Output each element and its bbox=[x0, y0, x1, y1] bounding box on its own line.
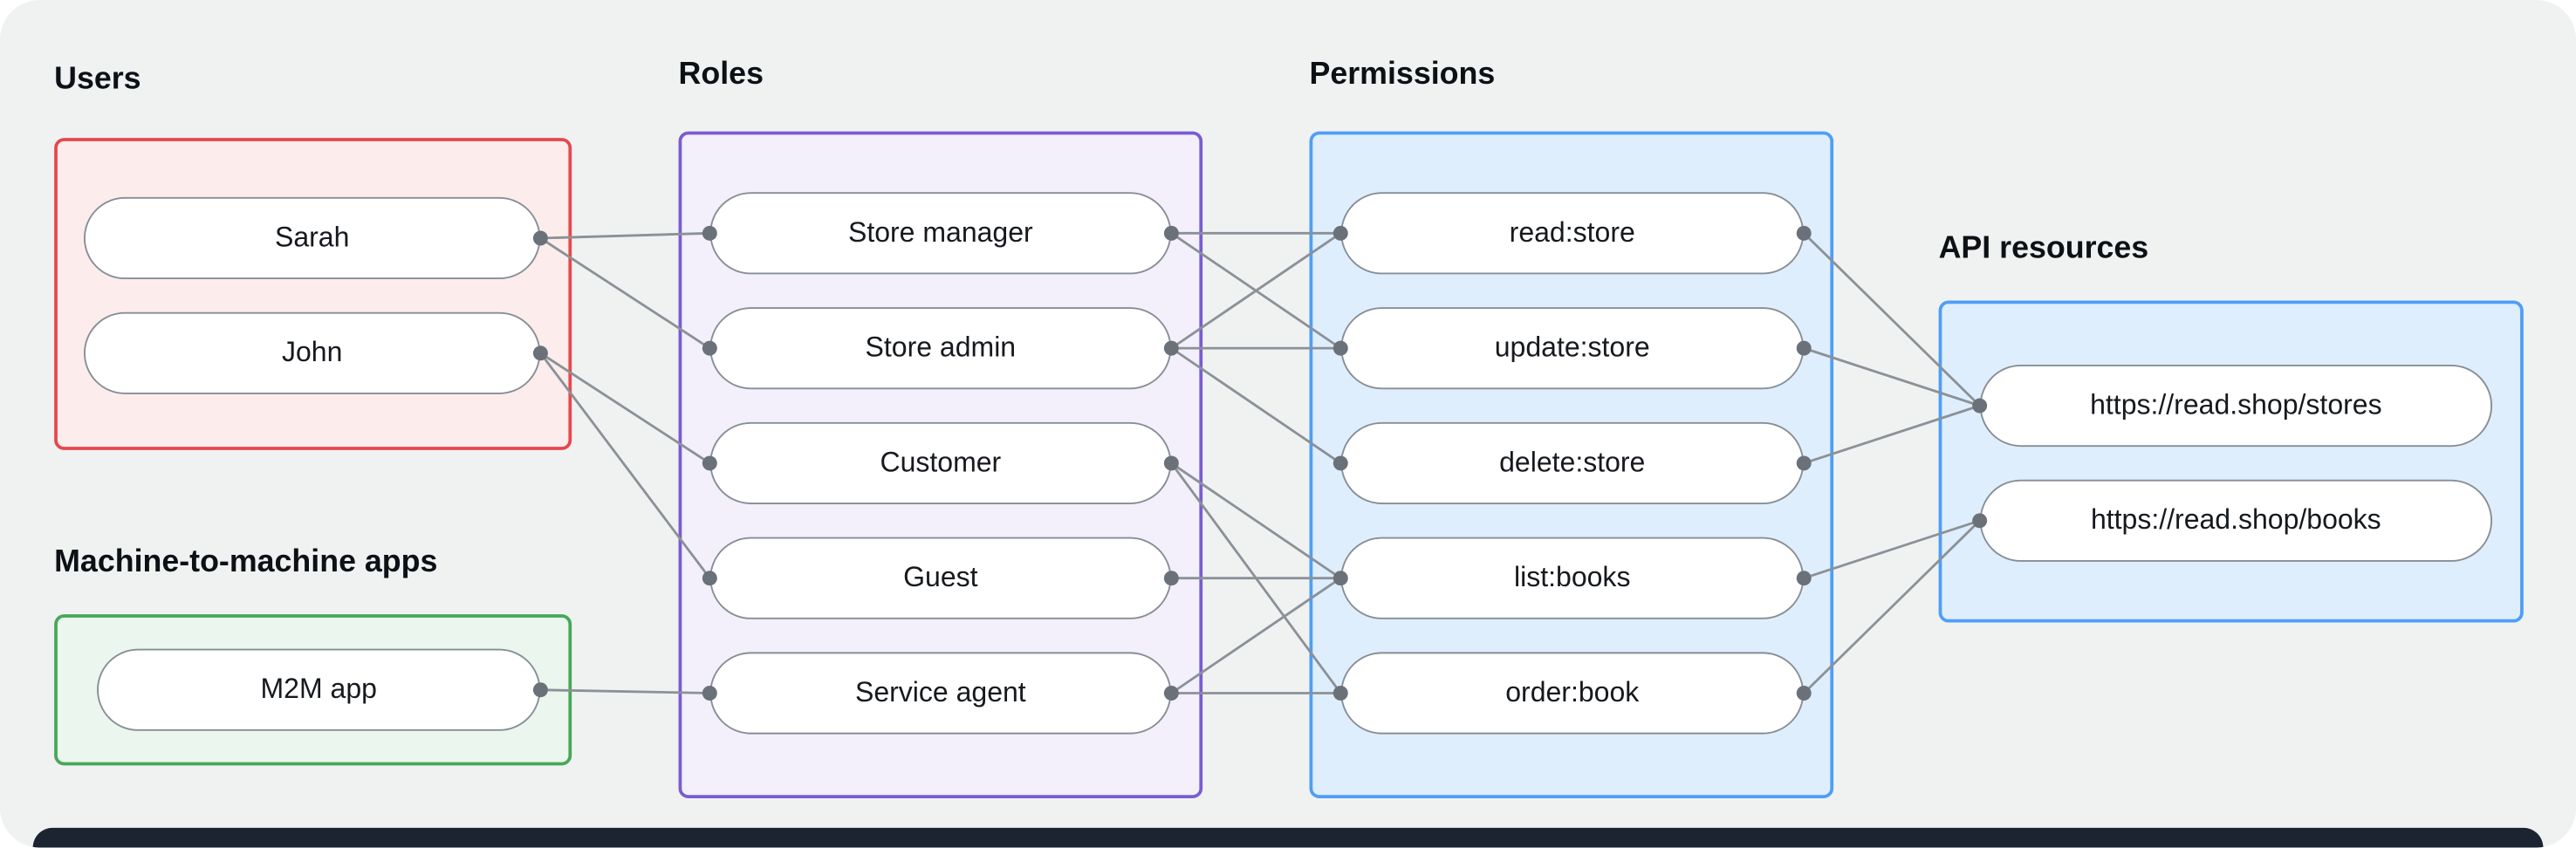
users-group-label: Users bbox=[54, 62, 141, 98]
node-role-store-admin: Store admin bbox=[709, 307, 1172, 390]
m2m-group-label: Machine-to-machine apps bbox=[54, 545, 438, 580]
permissions-group-box: read:store update:store delete:store lis… bbox=[1309, 131, 1834, 798]
node-role-service-agent: Service agent bbox=[709, 652, 1172, 735]
node-role-guest: Guest bbox=[709, 537, 1172, 619]
node-api-read-shop-stores: https://read.shop/stores bbox=[1979, 364, 2493, 448]
node-permission-list-books: list:books bbox=[1340, 537, 1805, 619]
m2m-group-box: M2M app bbox=[54, 614, 572, 766]
api-resources-group-box: https://read.shop/stores https://read.sh… bbox=[1938, 300, 2524, 623]
api-resources-group-label: API resources bbox=[1938, 231, 2149, 266]
roles-group-box: Store manager Store admin Customer Guest… bbox=[678, 131, 1203, 798]
node-permission-read-store: read:store bbox=[1340, 192, 1805, 275]
node-user-sarah: Sarah bbox=[84, 196, 541, 280]
bottom-dark-bar bbox=[32, 827, 2544, 848]
node-permission-order-book: order:book bbox=[1340, 652, 1805, 735]
node-permission-delete-store: delete:store bbox=[1340, 421, 1805, 504]
node-api-read-shop-books: https://read.shop/books bbox=[1979, 479, 2493, 562]
node-user-john: John bbox=[84, 311, 541, 394]
roles-group-label: Roles bbox=[678, 57, 764, 92]
node-role-customer: Customer bbox=[709, 421, 1172, 504]
users-group-box: Sarah John bbox=[54, 138, 572, 450]
permissions-group-label: Permissions bbox=[1309, 57, 1496, 92]
node-role-store-manager: Store manager bbox=[709, 192, 1172, 275]
node-permission-update-store: update:store bbox=[1340, 307, 1805, 390]
node-m2m-app: M2M app bbox=[97, 648, 541, 731]
